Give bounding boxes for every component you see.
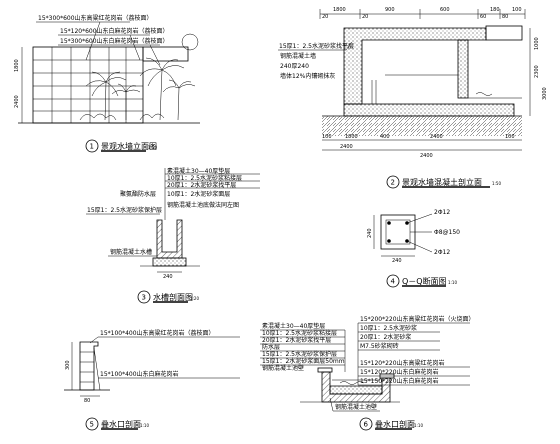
view-1-elevation: 15*300*600山东高粱红花岗岩（荔枝面） 15*120*600山东白麻花岗… [14,14,200,153]
view3-note-3: 20厚1：2水泥砂浆找平层 [167,181,236,189]
view1-title: 景观水墙立面图 [101,141,157,151]
view2-dim-bot-1: 100 [322,134,332,140]
view1-note-2: 15*120*600山东白麻花岗岩（荔枝面） [60,27,169,35]
view5-note-2: 15*100*400山东白麻花岗岩 [100,370,179,378]
view-3-trough-section: 素混凝土30—40厚垫层 10厚1：2.5水泥砂浆粘接层 20厚1：2水泥砂浆找… [86,167,260,304]
view2-dim-bot-7: 2400 [420,153,433,159]
view5-number: 5 [90,421,94,429]
view2-dim-top-2: 20 [322,14,328,20]
view4-title: Q－Q断面图 [402,276,447,286]
view2-dim-bot-6: 2400 [340,144,353,150]
view3-note-7: 钢筋混凝土池底做法同左图 [167,201,239,209]
view2-dim-top-7: 180 [490,7,500,13]
view4-dim-2: 240 [392,258,402,264]
view3-note-8: 钢筋混凝土水槽 [110,248,152,256]
view2-number: 2 [391,179,395,187]
view6-note-right-4: M7.5砂浆砌砖 [360,342,399,350]
view-6-weir-section: 素混凝土30—40厚垫层 10厚1：2.5水泥砂浆粘接层 20厚1：2水泥砂浆找… [260,315,475,431]
view1-dim-2: 2400 [14,95,20,108]
view2-title: 景观水墙混凝土剖立面 [402,177,482,187]
palm-tree-icon [79,57,196,121]
view2-dim-right-3: 3000 [542,87,548,100]
view5-scale: 1:10 [140,423,149,428]
view6-note-left-7: 钢筋混凝土池壁 [262,364,304,372]
view3-note-4: 聚氨酯防水层 [120,190,156,198]
view6-note-right-2: 10厚1：2.5水泥砂浆 [360,324,417,332]
view2-number-circle [386,175,400,189]
view6-note-left-5: 15厚1：2.5水泥砂浆保护层 [262,350,337,358]
view6-scale: 1:10 [414,423,423,428]
view6-title: 叠水口剖面 [375,419,415,429]
view6-bottom-note: 钢筋混凝土池壁 [335,403,377,411]
view6-note-right-7: 15*150*220山东白麻花岗岩 [360,377,439,385]
view2-dim-bot-4: 2400 [430,134,443,140]
view5-dim-2: 300 [65,360,71,370]
view3-number-circle [137,290,151,304]
view4-scale: 1:10 [448,280,457,285]
view6-note-right-5: 15*120*220山东高粱红花岗岩 [360,359,445,367]
view6-note-right-6: 15*120*220山东白麻花岗岩 [360,368,439,376]
view1-number: 1 [90,143,94,151]
view6-number-circle [359,417,373,431]
view2-dim-top-1: 1800 [333,7,346,13]
view2-note-1: 15厚1：2.5水泥砂浆找平层 [279,42,354,50]
view4-rebar-1: 2Φ12 [434,209,450,216]
view-4-qq-section: 2Φ12 Φ8@150 2Φ12 240 240 4 Q－Q断面图 1:10 [367,209,460,288]
view1-number-circle [85,139,99,153]
view-2-section: 1800 20 900 20 600 60 180 80 100 15厚1：2.… [278,7,548,189]
view4-dim-1: 240 [367,228,373,238]
view3-dim-1: 240 [163,274,173,280]
view2-scale: 1:50 [492,181,501,186]
view2-dim-top-6: 60 [480,14,486,20]
view2-dim-top-4: 20 [362,14,368,20]
view6-note-right-3: 20厚1：2水泥砂浆 [360,333,411,341]
view4-number-circle [386,274,400,288]
view4-rebar-2: Φ8@150 [434,229,460,236]
rebar-dot-icon [387,221,409,243]
view2-dim-top-8: 80 [502,14,508,20]
view3-note-2: 10厚1：2.5水泥砂浆粘接层 [167,174,242,182]
view6-note-left-3: 20厚1：2水泥砂浆找平层 [262,336,331,344]
view5-number-circle [85,417,99,431]
view2-dim-top-9: 100 [512,7,522,13]
view2-dim-bot-3: 400 [380,134,390,140]
view3-number: 3 [142,294,146,302]
view2-dim-right-2: 2300 [534,65,540,78]
view2-dim-bot-2: 1800 [345,134,358,140]
view3-note-1: 素混凝土30—40厚垫层 [167,167,230,175]
view5-dim-1: 80 [84,398,90,404]
view6-note-left-1: 素混凝土30—40厚垫层 [262,322,325,330]
view4-number: 4 [391,278,396,286]
view-5-weir-section: 15*100*400山东高粱红花岗岩（荔枝面） 15*100*400山东白麻花岗… [64,329,240,431]
view1-dim-1: 1800 [14,59,20,72]
view2-dim-bot-5: 100 [505,134,515,140]
view2-dim-top-3: 900 [385,7,395,13]
view2-dim-top-5: 600 [440,7,450,13]
view3-note-6: 15厚1：2.5水泥砂浆保护层 [87,206,162,214]
view6-note-left-2: 10厚1：2.5水泥砂浆粘接层 [262,329,337,337]
view3-scale: 1:20 [190,296,199,301]
view1-note-1: 15*300*600山东高粱红花岗岩（荔枝面） [38,14,153,22]
view5-title: 叠水口剖面 [101,419,141,429]
view6-note-right-1: 15*200*220山东高粱红花岗岩（火烧面） [360,315,475,323]
view4-rebar-3: 2Φ12 [434,249,450,256]
view1-note-3: 15*300*600山东白麻花岗岩（荔枝面） [60,37,169,45]
view2-note-3: 240厚240 [280,63,309,70]
view6-note-left-6: 15厚1：2水泥砂浆面层50mm [262,357,345,365]
view6-note-left-4: 防水层 [262,343,280,351]
view2-dim-right-1: 1000 [534,37,540,50]
view5-note-1: 15*100*400山东高粱红花岗岩（荔枝面） [100,329,215,337]
view1-scale: 1:50 [148,145,157,150]
view2-note-2: 钢筋混凝土墙 [280,52,316,60]
view3-note-5: 10厚1：2水泥砂浆面层 [167,190,230,198]
view6-number: 6 [364,421,369,429]
view3-title: 水槽剖面图 [153,292,193,302]
view2-note-4: 墙体12%内镶砌抹灰 [280,72,335,80]
